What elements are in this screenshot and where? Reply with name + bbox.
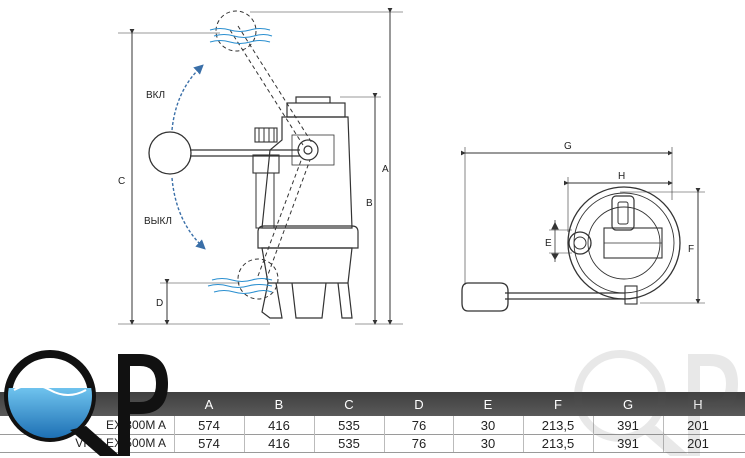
table-cell: 30 [480, 417, 496, 433]
side-view [118, 7, 403, 325]
table-cell: 76 [411, 435, 427, 451]
label-g: G [564, 141, 572, 152]
top-view [460, 147, 705, 312]
label-f: F [688, 244, 694, 255]
column-divider [663, 434, 664, 452]
water-marks [207, 27, 273, 295]
table-cell: 574 [198, 417, 220, 433]
table-cell: 416 [268, 417, 290, 433]
qp-watermark [574, 350, 738, 456]
column-divider [593, 434, 594, 452]
table-cell: 391 [617, 417, 639, 433]
table-cell: 201 [663, 416, 733, 434]
column-divider [314, 434, 315, 452]
column-divider [384, 416, 385, 434]
table-cell: 535 [338, 417, 360, 433]
label-b: B [366, 198, 373, 209]
column-divider [593, 416, 594, 434]
label-a: A [382, 164, 389, 175]
column-header: A [204, 396, 214, 412]
table-cell: 574 [198, 435, 220, 451]
label-off: ВЫКЛ [144, 216, 172, 227]
column-divider [314, 416, 315, 434]
table-cell: 416 [268, 435, 290, 451]
table-cell: 30 [480, 435, 496, 451]
label-on: ВКЛ [146, 90, 165, 101]
column-header: B [274, 396, 284, 412]
table-cell: 76 [411, 417, 427, 433]
table-cell: 535 [338, 435, 360, 451]
label-d: D [156, 298, 163, 309]
column-divider [174, 416, 175, 434]
column-divider [453, 434, 454, 452]
column-divider [523, 434, 524, 452]
column-header: G [622, 396, 634, 412]
table-cell: 201 [663, 434, 733, 452]
column-header: D [414, 396, 424, 412]
label-h: H [618, 171, 625, 182]
column-divider [244, 416, 245, 434]
table-cell: 391 [617, 435, 639, 451]
switch-arrows [171, 64, 206, 250]
column-divider [384, 434, 385, 452]
column-divider [663, 416, 664, 434]
column-header: F [554, 396, 562, 412]
column-divider [244, 434, 245, 452]
table-cell: 213,5 [541, 417, 575, 433]
column-header: H [663, 392, 733, 416]
column-divider [453, 416, 454, 434]
pump-dimension-drawing: A B C D ВКЛ ВЫКЛ [118, 7, 705, 325]
column-header: C [344, 396, 354, 412]
qp-logo: QP [4, 350, 168, 456]
label-e: E [545, 238, 552, 249]
table-cell: 213,5 [541, 435, 575, 451]
label-c: C [118, 176, 125, 187]
column-header: E [483, 396, 493, 412]
column-divider [174, 434, 175, 452]
column-divider [523, 416, 524, 434]
